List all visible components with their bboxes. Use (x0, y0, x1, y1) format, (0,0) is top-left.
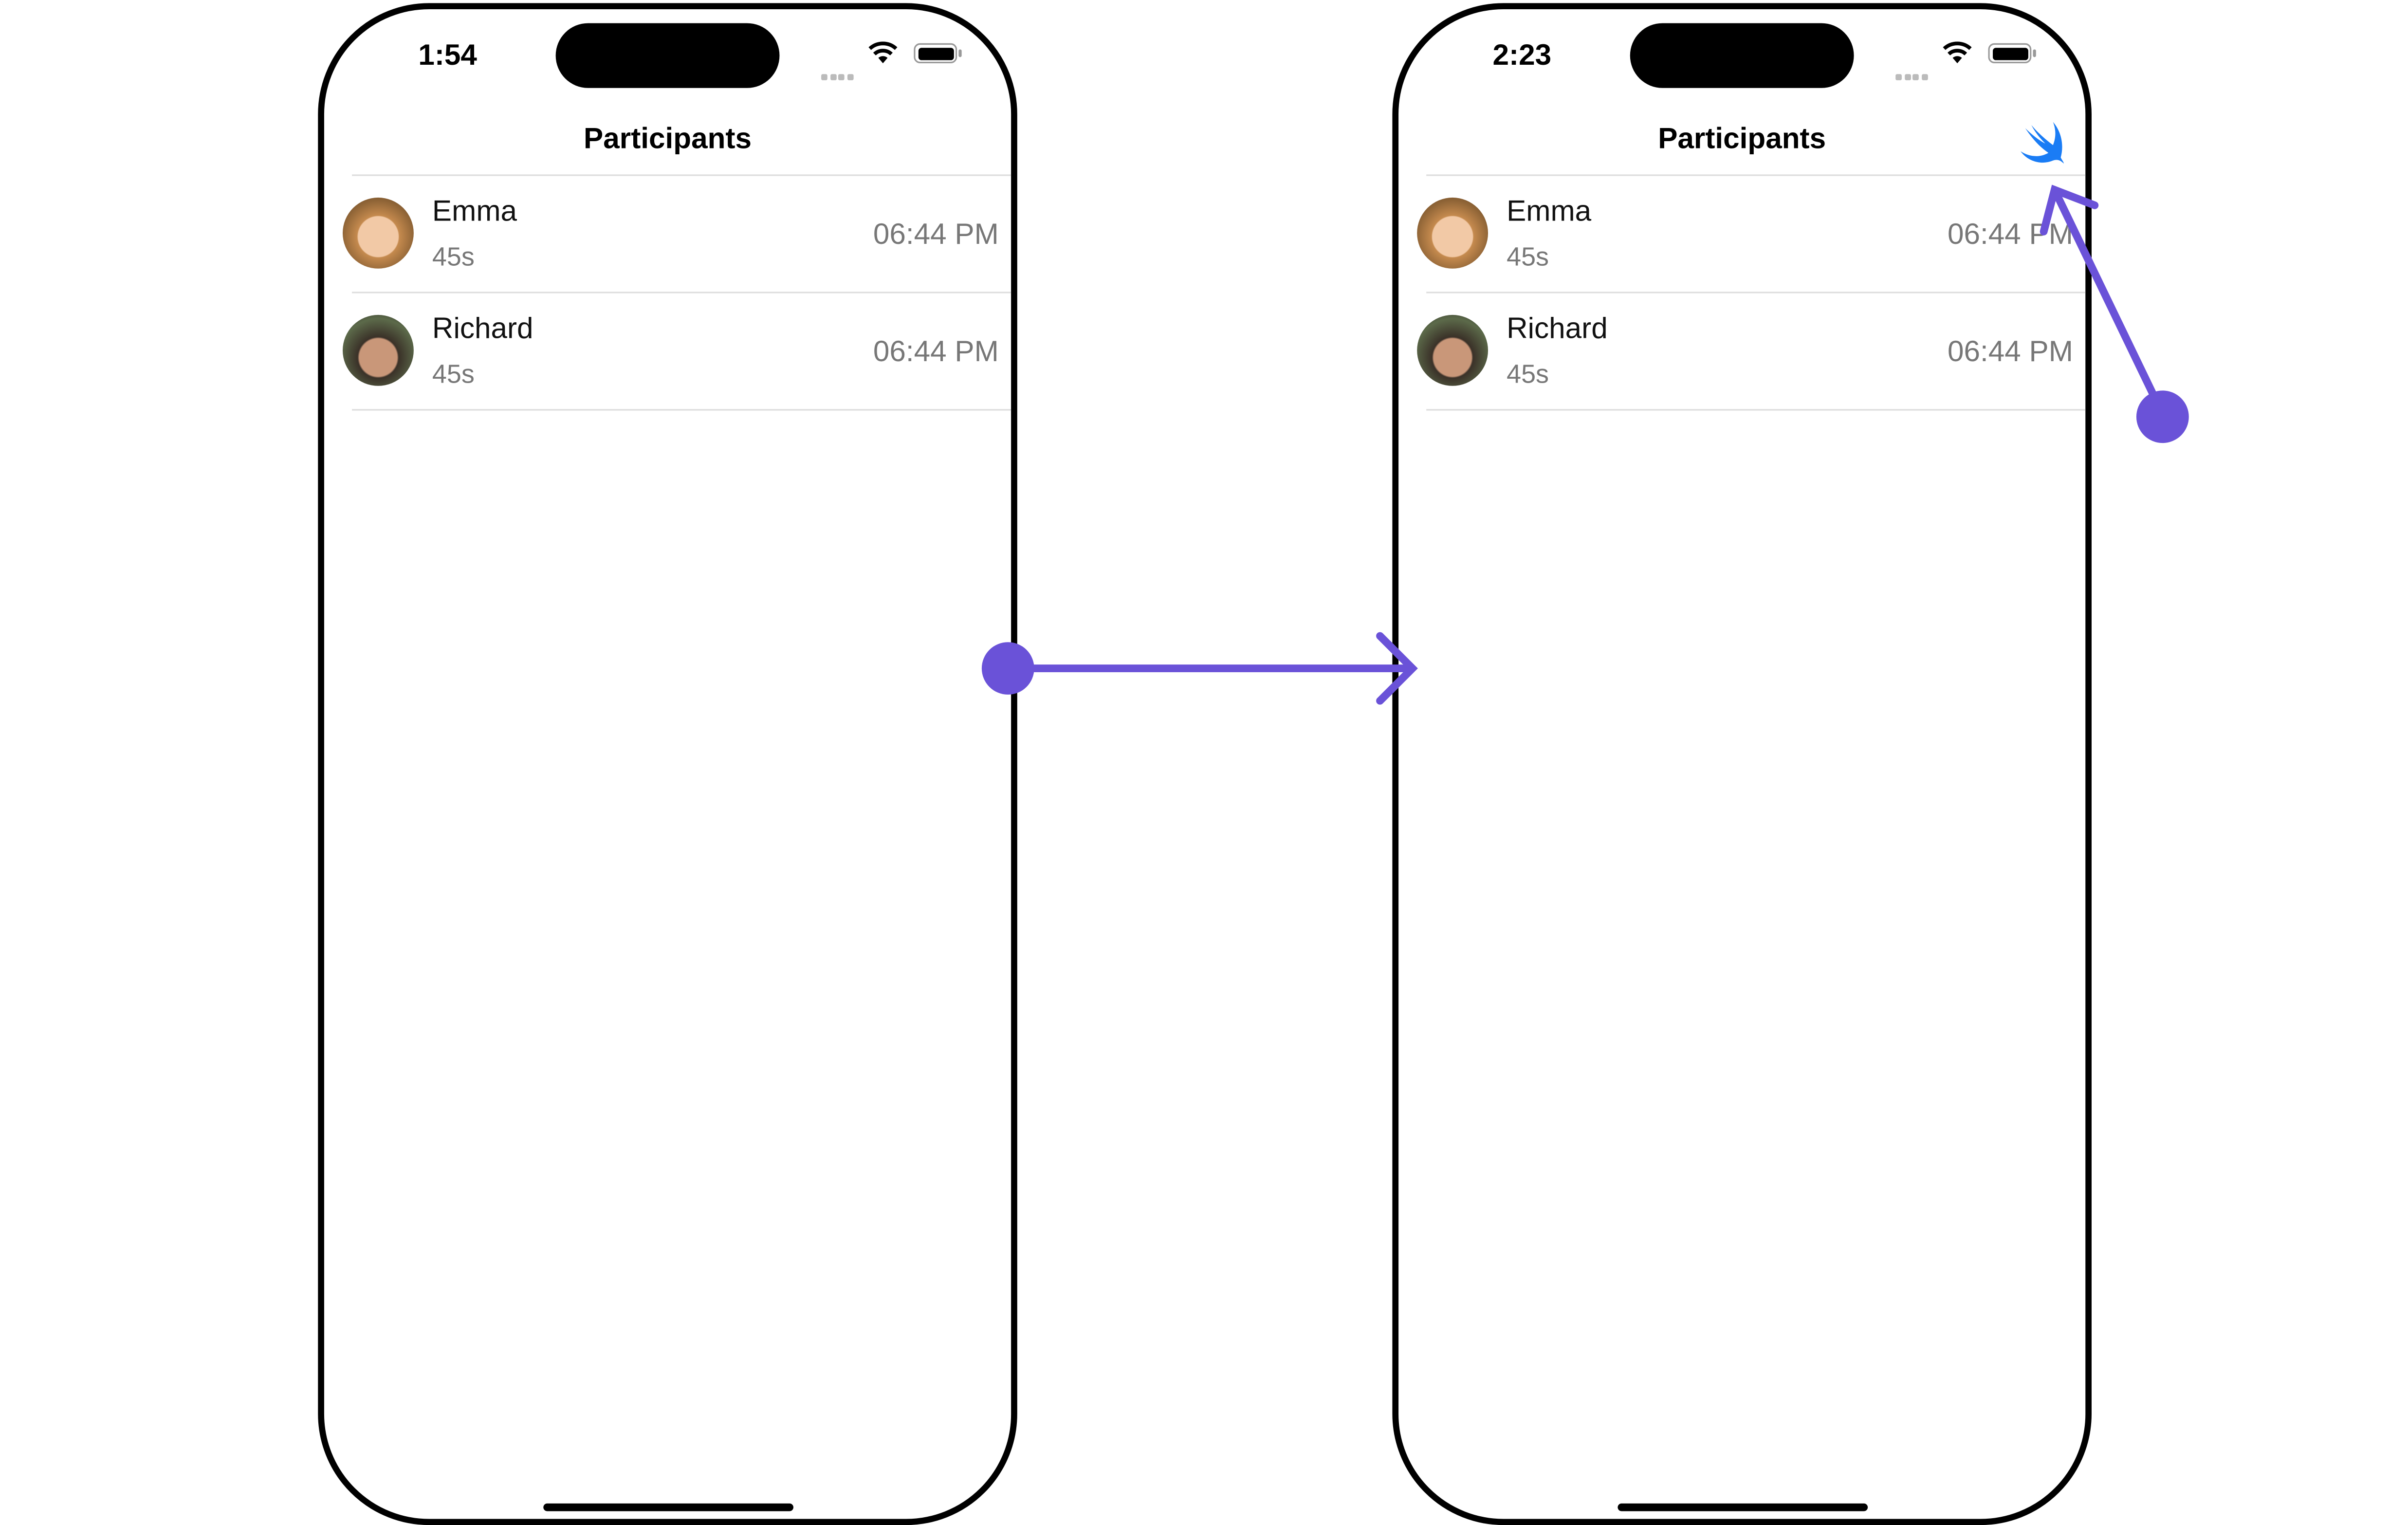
avatar (343, 314, 414, 386)
pointer-arrow (2040, 184, 2162, 408)
home-indicator[interactable] (1618, 1503, 1868, 1511)
participant-time: 06:44 PM (873, 336, 999, 369)
participant-row[interactable]: Emma 45s 06:44 PM (1398, 176, 2085, 294)
battery-icon (914, 43, 962, 64)
home-indicator[interactable] (543, 1503, 793, 1511)
page-title: Participants (584, 123, 752, 156)
signal-icon (1895, 60, 1930, 88)
transition-arrow (1004, 632, 1418, 705)
divider (352, 409, 1011, 411)
participant-name: Richard (432, 313, 533, 346)
participant-row[interactable]: Emma 45s 06:44 PM (324, 176, 1011, 294)
divider (1426, 174, 2086, 176)
phone-screen-after: 2:23 Participants Emma 45s 06:44 PM Rich… (1392, 3, 2092, 1525)
avatar (343, 197, 414, 269)
phone-screen-before: 1:54 Participants Emma 45s 06:44 PM Rich… (318, 3, 1017, 1525)
participant-name: Emma (1507, 196, 1592, 229)
participant-duration: 45s (1507, 242, 1549, 272)
participant-row[interactable]: Richard 45s 06:44 PM (1398, 294, 2085, 411)
participant-row[interactable]: Richard 45s 06:44 PM (324, 294, 1011, 411)
avatar (1417, 314, 1489, 386)
status-time: 2:23 (1492, 40, 1552, 73)
avatar (1417, 197, 1489, 269)
dynamic-island (1630, 23, 1854, 88)
arrow-origin-dot (981, 642, 1034, 695)
battery-icon (1988, 43, 2036, 64)
divider (352, 292, 1011, 294)
pointer-origin-dot (2136, 390, 2189, 443)
participant-time: 06:44 PM (873, 219, 999, 252)
participant-duration: 45s (1507, 359, 1549, 389)
page-title: Participants (1658, 123, 1826, 156)
participant-duration: 45s (432, 242, 475, 272)
swift-icon[interactable] (2019, 120, 2065, 164)
wifi-icon (1943, 41, 1972, 64)
divider (1426, 292, 2086, 294)
divider (352, 174, 1011, 176)
wifi-icon (868, 41, 898, 64)
status-time: 1:54 (418, 40, 477, 73)
participant-time: 06:44 PM (1948, 219, 2073, 252)
signal-icon (821, 60, 855, 88)
dynamic-island (555, 23, 780, 88)
participant-name: Emma (432, 196, 517, 229)
divider (1426, 409, 2086, 411)
participant-duration: 45s (432, 359, 475, 389)
participant-name: Richard (1507, 313, 1608, 346)
participant-time: 06:44 PM (1948, 336, 2073, 369)
